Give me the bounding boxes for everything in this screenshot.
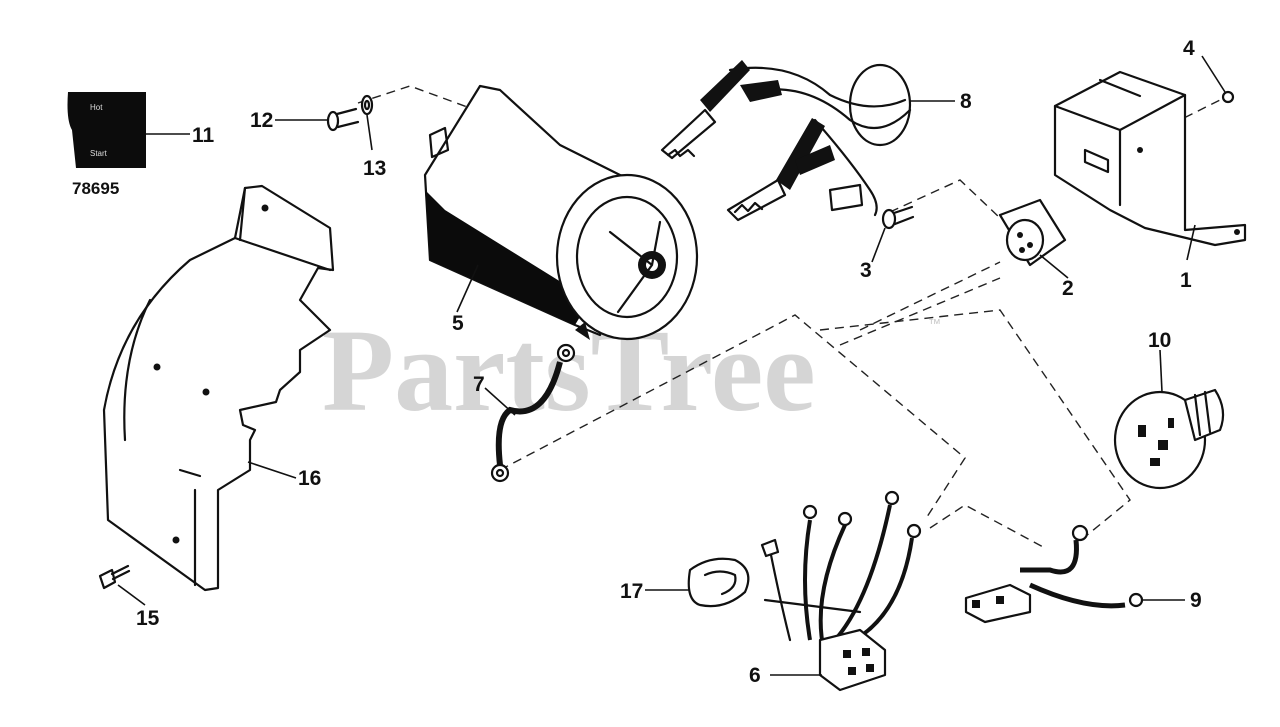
callout-6: 6 bbox=[749, 664, 761, 687]
harness-part-9 bbox=[964, 524, 1144, 624]
watermark: PartsTree ™ bbox=[322, 305, 941, 436]
callout-13: 13 bbox=[363, 157, 386, 180]
callout-16: 16 bbox=[298, 467, 321, 490]
harness-part-6 bbox=[760, 490, 922, 692]
callout-8: 8 bbox=[960, 90, 972, 113]
watermark-text: PartsTree bbox=[322, 305, 816, 436]
nut-part-4 bbox=[1221, 90, 1235, 104]
callout-4: 4 bbox=[1183, 37, 1195, 60]
receptacle-part-2 bbox=[998, 198, 1067, 267]
switch-part-10 bbox=[1113, 388, 1225, 490]
screw-part-3 bbox=[881, 205, 915, 230]
callout-10: 10 bbox=[1148, 329, 1171, 352]
callout-2: 2 bbox=[1062, 277, 1074, 300]
callout-5: 5 bbox=[452, 312, 464, 335]
callout-1: 1 bbox=[1180, 269, 1192, 292]
decal-part-11: Hot Start 78695 bbox=[67, 92, 146, 198]
callout-17: 17 bbox=[620, 580, 643, 603]
callout-15: 15 bbox=[136, 607, 160, 630]
bolt-part-12 bbox=[326, 107, 360, 132]
callout-3: 3 bbox=[860, 259, 872, 282]
decal-line-1: Hot bbox=[90, 103, 103, 112]
shield-part-16 bbox=[102, 184, 335, 592]
motor-part-5 bbox=[423, 84, 699, 341]
leader-lines bbox=[117, 55, 1226, 676]
screw-part-15 bbox=[98, 564, 131, 590]
decal-line-2: Start bbox=[90, 149, 108, 158]
washer-part-13 bbox=[360, 94, 374, 116]
bracket-part-1 bbox=[1053, 70, 1247, 247]
callout-12: 12 bbox=[250, 109, 273, 132]
clamps-part-8 bbox=[660, 60, 912, 222]
callout-11: 11 bbox=[192, 124, 215, 147]
clip-part-17 bbox=[687, 557, 750, 608]
callout-9: 9 bbox=[1190, 589, 1202, 612]
watermark-trademark: ™ bbox=[928, 316, 941, 331]
callouts: 1 2 3 4 5 6 7 8 9 10 11 12 13 15 16 17 bbox=[136, 37, 1202, 687]
decal-part-number: 78695 bbox=[72, 179, 119, 198]
callout-7: 7 bbox=[473, 373, 485, 396]
